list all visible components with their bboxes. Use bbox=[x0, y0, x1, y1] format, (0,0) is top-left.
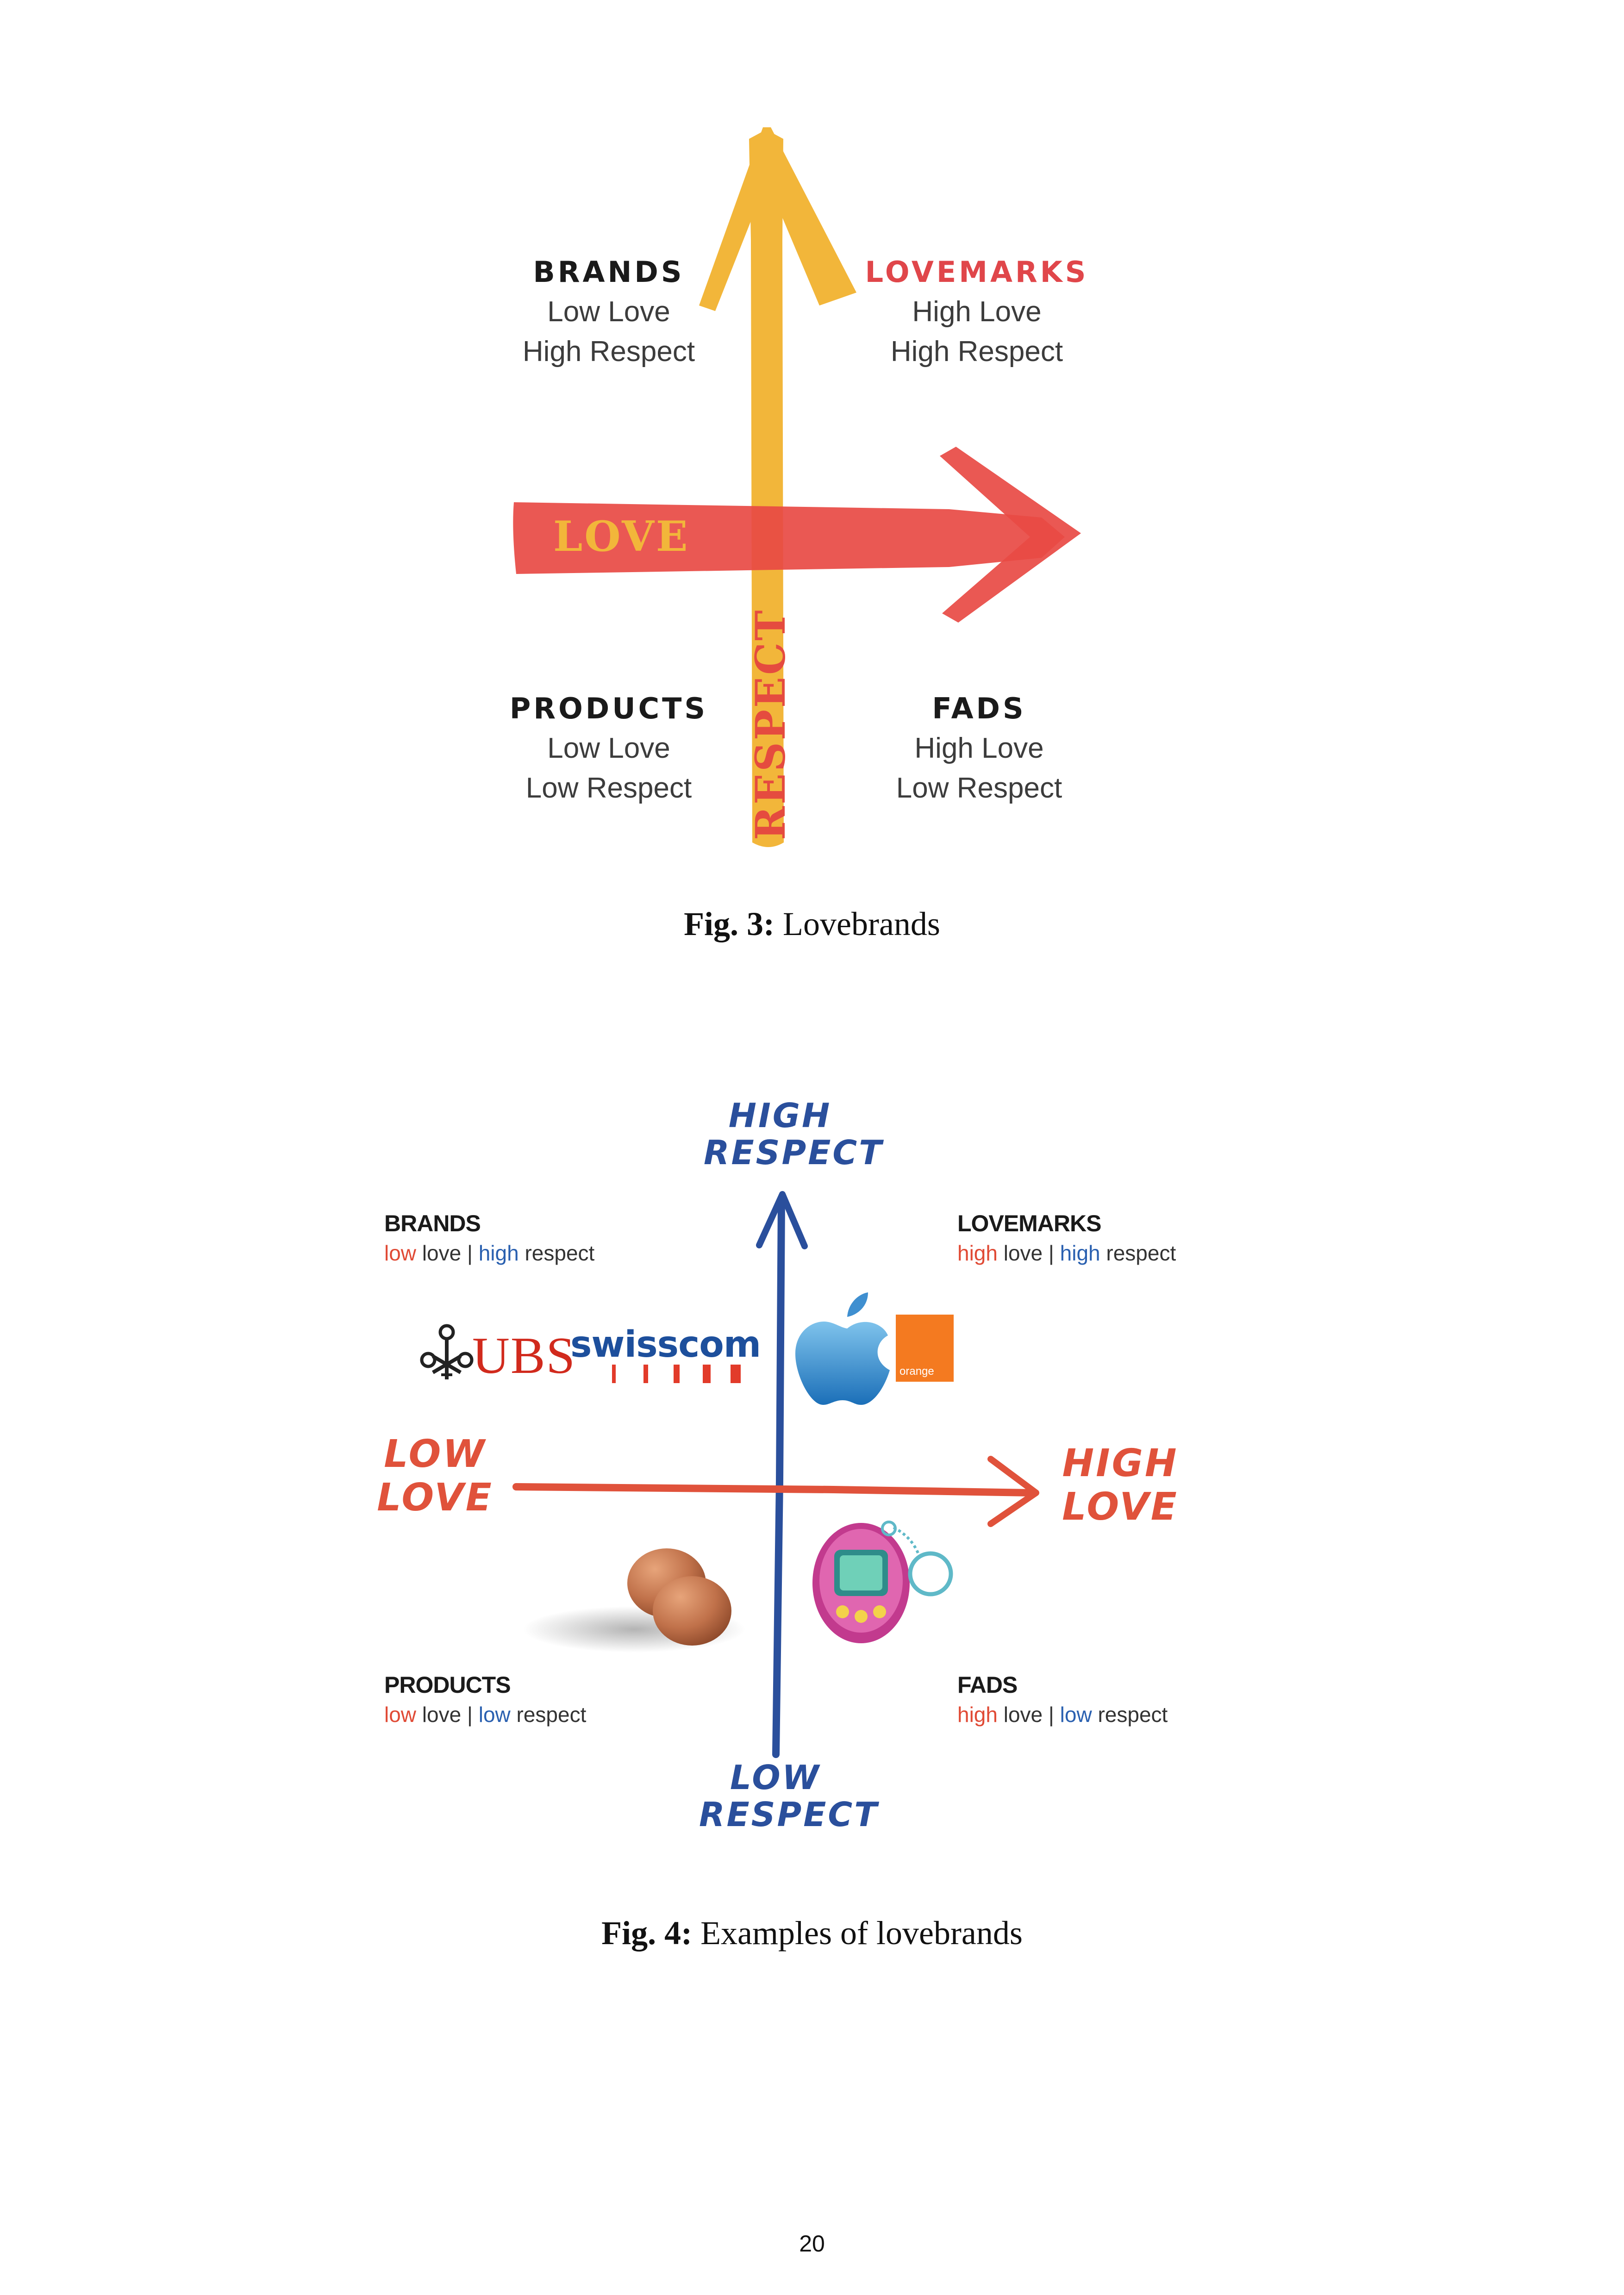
fig4-caption-text: Examples of lovebrands bbox=[700, 1915, 1023, 1952]
fig4-quadrant-products: PRODUCTS low love | low respect bbox=[384, 1670, 586, 1729]
high-love-label: HIGH LOVE bbox=[1056, 1442, 1185, 1529]
fig3-caption-label: Fig. 3: bbox=[684, 905, 775, 942]
fig4-lovemarks-love-level: high bbox=[957, 1241, 998, 1265]
fig3-caption: Fig. 3: Lovebrands bbox=[0, 905, 1624, 943]
fig4-fads-title: FADS bbox=[957, 1672, 1018, 1698]
swisscom-bars bbox=[612, 1365, 741, 1383]
love-arrowhead bbox=[940, 447, 1081, 623]
fig4-axes bbox=[420, 1191, 1039, 1758]
fig3-fads-respect: Low Respect bbox=[896, 772, 1062, 804]
fig3-products-title: PRODUCTS bbox=[509, 692, 708, 725]
fig3-lovemarks-respect: High Respect bbox=[890, 336, 1063, 368]
low-respect-line1: LOW bbox=[730, 1758, 821, 1797]
fig3-products-love: Low Love bbox=[547, 732, 670, 764]
fig4-products-respect-word: respect bbox=[516, 1703, 587, 1727]
page-number: 20 bbox=[799, 2231, 825, 2257]
fig3-fads-title: FADS bbox=[932, 692, 1026, 725]
fig4-caption: Fig. 4: Examples of lovebrands bbox=[0, 1914, 1624, 1952]
fig4-love-arrowhead bbox=[987, 1456, 1039, 1527]
ubs-logo-text: UBS bbox=[472, 1327, 576, 1384]
respect-axis-label: RESPECT bbox=[746, 608, 794, 840]
fig3-quadrant-products: PRODUCTS Low Love Low Respect bbox=[479, 689, 738, 808]
figure-3: LOVE RESPECT BRANDS Low Love High Respec… bbox=[0, 0, 1624, 972]
fig4-lovemarks-respect-level: high bbox=[1060, 1241, 1100, 1265]
fig4-fads-love-word: love bbox=[1003, 1703, 1043, 1727]
tamagotchi-image bbox=[812, 1521, 953, 1643]
high-respect-label: HIGH RESPECT bbox=[704, 1096, 884, 1172]
fig4-brands-love-word: love bbox=[422, 1241, 462, 1265]
ubs-keys-icon bbox=[420, 1324, 474, 1379]
fig4-brands-title: BRANDS bbox=[384, 1210, 481, 1236]
fig3-brands-love: Low Love bbox=[547, 296, 670, 328]
fig4-products-sep: | bbox=[467, 1703, 473, 1727]
fig3-brands-respect: High Respect bbox=[522, 336, 695, 368]
fig3-fads-love: High Love bbox=[914, 732, 1044, 764]
fig4-products-love-level: low bbox=[384, 1703, 417, 1727]
fig3-brands-title: BRANDS bbox=[533, 255, 685, 289]
respect-arrowhead bbox=[699, 127, 856, 311]
fig4-products-title: PRODUCTS bbox=[384, 1672, 511, 1698]
respect-arrow bbox=[749, 130, 784, 847]
fig3-lovemarks-title: LOVEMARKS bbox=[865, 255, 1089, 289]
fig4-love-axis bbox=[512, 1483, 1036, 1497]
fig4-brands-sep: | bbox=[467, 1241, 473, 1265]
fig4-lovemarks-sep: | bbox=[1048, 1241, 1054, 1265]
fig4-lovemarks-love-word: love bbox=[1003, 1241, 1043, 1265]
low-love-line1: LOW bbox=[384, 1432, 487, 1476]
love-axis-label: LOVE bbox=[553, 512, 690, 561]
fig4-lovemarks-title: LOVEMARKS bbox=[957, 1210, 1101, 1236]
high-love-line1: HIGH bbox=[1062, 1441, 1179, 1485]
fig4-lovemarks-respect-word: respect bbox=[1106, 1241, 1176, 1265]
high-respect-line2: RESPECT bbox=[704, 1133, 884, 1172]
high-love-line2: LOVE bbox=[1062, 1485, 1179, 1529]
fig4-brands-love-level: low bbox=[384, 1241, 417, 1265]
low-love-label: LOW LOVE bbox=[370, 1433, 500, 1520]
low-respect-line2: RESPECT bbox=[699, 1795, 879, 1834]
high-respect-line1: HIGH bbox=[728, 1096, 832, 1135]
swisscom-logo-text: swisscom bbox=[570, 1324, 761, 1366]
fig4-respect-arrowhead bbox=[756, 1191, 808, 1249]
fig3-quadrant-fads: FADS High Love Low Respect bbox=[849, 689, 1109, 808]
fig3-products-respect: Low Respect bbox=[525, 772, 692, 804]
fig3-axes: LOVE RESPECT bbox=[513, 127, 1081, 847]
fig3-lovemarks-love: High Love bbox=[912, 296, 1042, 328]
fig4-quadrant-fads: FADS high love | low respect bbox=[957, 1670, 1168, 1729]
fig4-fads-sep: | bbox=[1048, 1703, 1054, 1727]
figure-4: UBS swisscom orange HIGH RESPECT LOW RES… bbox=[0, 1065, 1624, 1990]
fig4-fads-respect-word: respect bbox=[1098, 1703, 1168, 1727]
fig4-quadrant-brands: BRANDS low love | high respect bbox=[384, 1208, 594, 1267]
fig4-products-love-word: love bbox=[422, 1703, 462, 1727]
fig3-quadrant-brands: BRANDS Low Love High Respect bbox=[479, 252, 738, 372]
eggs-image bbox=[523, 1548, 745, 1653]
love-arrow bbox=[513, 502, 1065, 574]
low-respect-label: LOW RESPECT bbox=[699, 1758, 879, 1834]
fig4-brands-respect-word: respect bbox=[525, 1241, 595, 1265]
fig3-quadrant-lovemarks: LOVEMARKS High Love High Respect bbox=[847, 252, 1106, 372]
fig4-fads-love-level: high bbox=[957, 1703, 998, 1727]
fig4-caption-label: Fig. 4: bbox=[601, 1915, 693, 1952]
fig4-quadrant-lovemarks: LOVEMARKS high love | high respect bbox=[957, 1208, 1176, 1267]
fig4-respect-axis bbox=[772, 1195, 785, 1758]
fig4-fads-respect-level: low bbox=[1060, 1703, 1092, 1727]
low-love-line2: LOVE bbox=[377, 1476, 493, 1520]
fig4-products-respect-level: low bbox=[478, 1703, 511, 1727]
apple-logo-icon bbox=[795, 1292, 890, 1405]
orange-logo-text: orange bbox=[899, 1365, 934, 1378]
fig3-caption-text: Lovebrands bbox=[783, 905, 940, 942]
fig4-brands-respect-level: high bbox=[478, 1241, 519, 1265]
orange-logo-square: orange bbox=[896, 1315, 954, 1382]
